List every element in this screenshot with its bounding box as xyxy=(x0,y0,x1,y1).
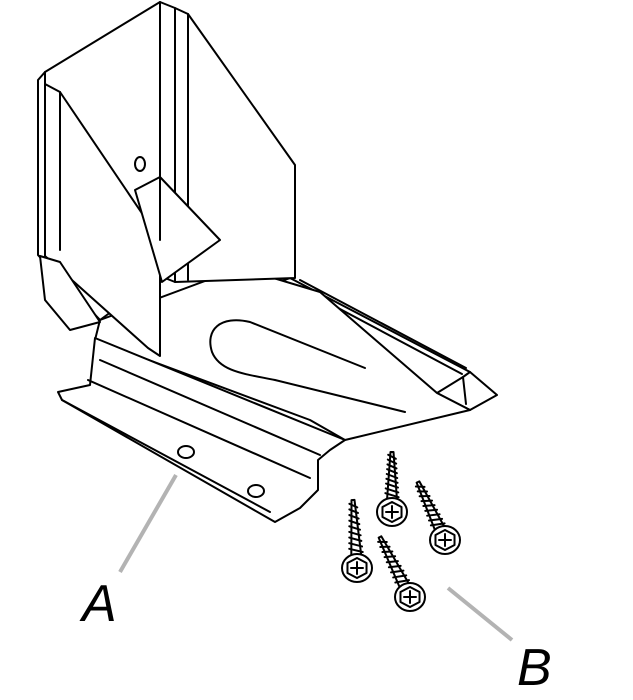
callout-label-b: B xyxy=(517,639,552,697)
screw-thread xyxy=(426,513,441,517)
flange-hole-1 xyxy=(177,445,195,459)
inner-gusset xyxy=(134,176,221,283)
mounting-bracket xyxy=(37,1,498,523)
flange-end-bend xyxy=(462,376,467,405)
flange-top-line xyxy=(61,359,321,513)
screw-thread xyxy=(394,579,411,584)
screw-slot xyxy=(385,505,399,519)
screw-thread xyxy=(348,530,362,537)
screws xyxy=(341,451,461,612)
screw-thread xyxy=(348,542,364,548)
screw-thread xyxy=(387,453,397,460)
screw xyxy=(414,480,461,555)
screw xyxy=(377,535,426,612)
screw-thread xyxy=(348,508,359,514)
screw-slot xyxy=(403,590,417,604)
screw-thread xyxy=(386,458,398,465)
screw-thread xyxy=(422,504,436,507)
screw-thread xyxy=(424,508,439,512)
panel-hole xyxy=(134,156,146,172)
screw-thread xyxy=(385,482,399,489)
screw-slot xyxy=(438,533,452,547)
screw-thread xyxy=(392,574,408,579)
screw-thread xyxy=(384,492,400,499)
screw-thread xyxy=(348,536,363,542)
slot-cutout xyxy=(209,319,406,413)
screw-thread xyxy=(384,487,400,494)
screw xyxy=(341,498,373,583)
screw-thread xyxy=(348,525,362,531)
screw-thread xyxy=(348,502,359,509)
leader-line-b xyxy=(446,586,514,642)
screw-thread xyxy=(427,517,444,522)
screw-thread xyxy=(385,477,399,484)
screw-thread xyxy=(383,555,397,559)
screw-thread xyxy=(390,569,405,574)
screw-thread xyxy=(385,473,399,479)
callout-label-a: A xyxy=(82,575,117,633)
screw-thread xyxy=(385,560,399,564)
screw-thread xyxy=(420,499,434,503)
screw-thread xyxy=(348,519,361,526)
screw-thread xyxy=(429,522,446,527)
screw xyxy=(376,451,408,527)
flange-hole-2 xyxy=(247,484,265,498)
screw-thread xyxy=(348,547,364,554)
screw-thread xyxy=(348,514,360,520)
screw-thread xyxy=(387,564,402,569)
screw-thread xyxy=(386,468,398,475)
left-lower-tab xyxy=(39,255,101,331)
screw-thread xyxy=(386,463,398,470)
leader-line-a xyxy=(118,474,178,573)
screw-slot xyxy=(350,561,364,575)
